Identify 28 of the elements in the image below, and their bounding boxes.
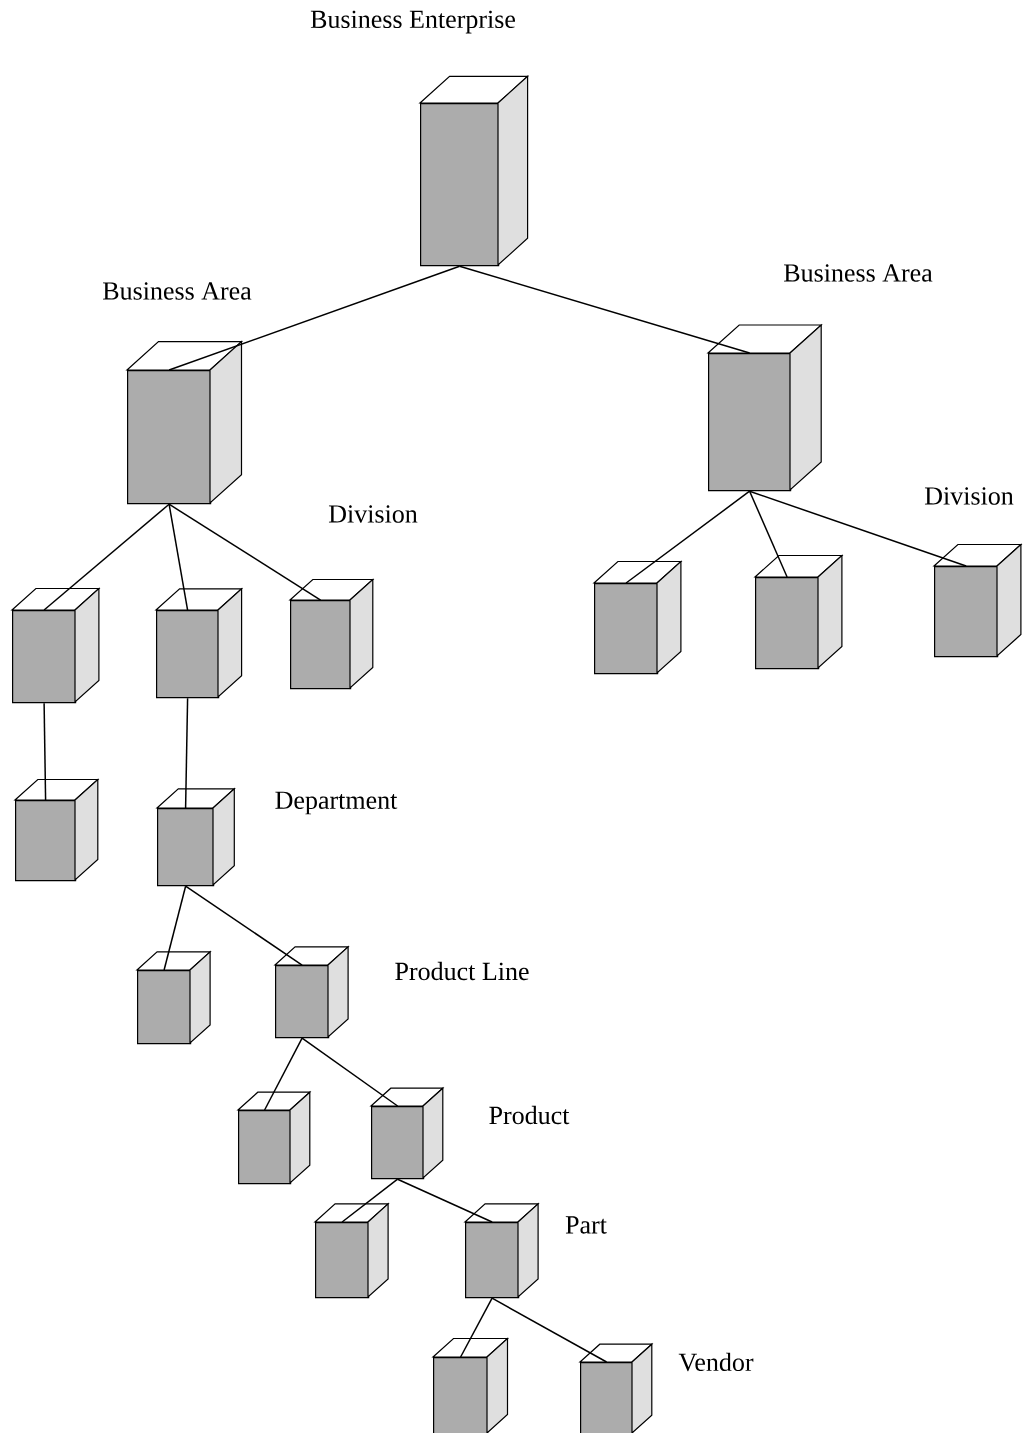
level-label: Division bbox=[328, 505, 418, 523]
connector-line bbox=[184, 885, 303, 966]
level-label: Product Line bbox=[395, 961, 529, 981]
connector-line bbox=[301, 1037, 399, 1107]
level-label: Vendor bbox=[678, 1352, 754, 1372]
connector-line bbox=[184, 697, 189, 809]
level-label: Part bbox=[565, 1216, 607, 1234]
connector-line bbox=[396, 1178, 493, 1223]
connector-line bbox=[168, 503, 189, 611]
connector-line bbox=[748, 490, 967, 567]
connector-line bbox=[459, 1297, 493, 1358]
connector-line bbox=[625, 490, 751, 584]
level-label: Product bbox=[489, 1105, 570, 1125]
level-label: Department bbox=[275, 791, 398, 815]
connector-line bbox=[458, 265, 751, 354]
connector-line bbox=[43, 503, 170, 611]
cube-label: Business Area bbox=[784, 264, 933, 282]
connector-line bbox=[748, 490, 788, 578]
connector-line bbox=[163, 885, 187, 971]
connector-line bbox=[168, 503, 322, 601]
cube-label: Business Area bbox=[103, 282, 252, 300]
connector-line bbox=[43, 702, 47, 801]
connector-line bbox=[341, 1178, 399, 1223]
level-label: Division bbox=[924, 487, 1014, 505]
cube-label: Business Enterprise bbox=[310, 10, 515, 34]
connector-line bbox=[491, 1297, 608, 1363]
connector-line bbox=[263, 1037, 303, 1111]
connector-line bbox=[168, 265, 461, 371]
